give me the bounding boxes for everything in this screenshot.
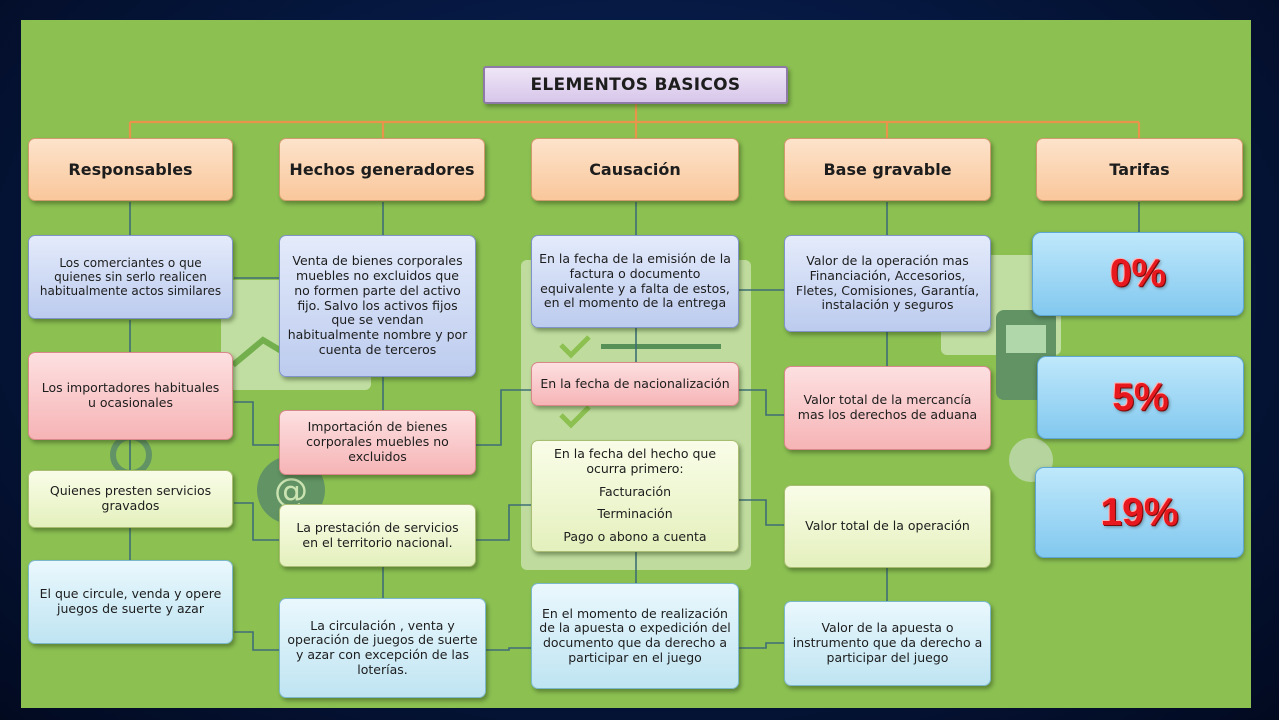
header-base-gravable: Base gravable <box>784 138 991 201</box>
diagram-panel: @ <box>21 20 1251 708</box>
tarifa-0-percent: 0% <box>1032 232 1244 316</box>
causacion-box-3: En la fecha del hecho que ocurra primero… <box>531 440 739 552</box>
diagram-title: ELEMENTOS BASICOS <box>483 66 788 104</box>
causacion-option-1: Facturación <box>598 483 672 499</box>
hechos-box-3: La prestación de servicios en el territo… <box>279 504 476 567</box>
header-causacion: Causación <box>531 138 739 201</box>
causacion-box-1: En la fecha de la emisión de la factura … <box>531 235 739 328</box>
responsables-box-3: Quienes presten servicios gravados <box>28 470 233 528</box>
header-tarifas: Tarifas <box>1036 138 1243 201</box>
header-hechos-generadores: Hechos generadores <box>279 138 485 201</box>
base-box-4: Valor de la apuesta o instrumento que da… <box>784 601 991 686</box>
responsables-box-4: El que circule, venda y opere juegos de … <box>28 560 233 644</box>
base-box-3: Valor total de la operación <box>784 485 991 568</box>
hechos-box-4: La circulación , venta y operación de ju… <box>279 598 486 698</box>
tarifa-19-percent: 19% <box>1035 467 1244 558</box>
causacion-box-4: En el momento de realización de la apues… <box>531 583 739 689</box>
column-connectors <box>129 202 1140 651</box>
responsables-box-2: Los importadores habituales u ocasionale… <box>28 352 233 440</box>
header-responsables: Responsables <box>28 138 233 201</box>
hechos-box-1: Venta de bienes corporales muebles no ex… <box>279 235 476 377</box>
tarifa-5-percent: 5% <box>1037 356 1244 439</box>
base-box-1: Valor de la operación mas Financiación, … <box>784 235 991 332</box>
causacion-option-2: Terminación <box>597 506 673 522</box>
causacion-intro: En la fecha del hecho que ocurra primero… <box>553 446 717 476</box>
tree-connectors <box>128 103 1141 138</box>
responsables-box-1: Los comerciantes o que quienes sin serlo… <box>28 235 233 319</box>
causacion-option-3: Pago o abono a cuenta <box>563 529 707 545</box>
hechos-box-2: Importación de bienes corporales muebles… <box>279 410 476 475</box>
base-box-2: Valor total de la mercancía mas los dere… <box>784 366 991 450</box>
causacion-box-2: En la fecha de nacionalización <box>531 362 739 406</box>
